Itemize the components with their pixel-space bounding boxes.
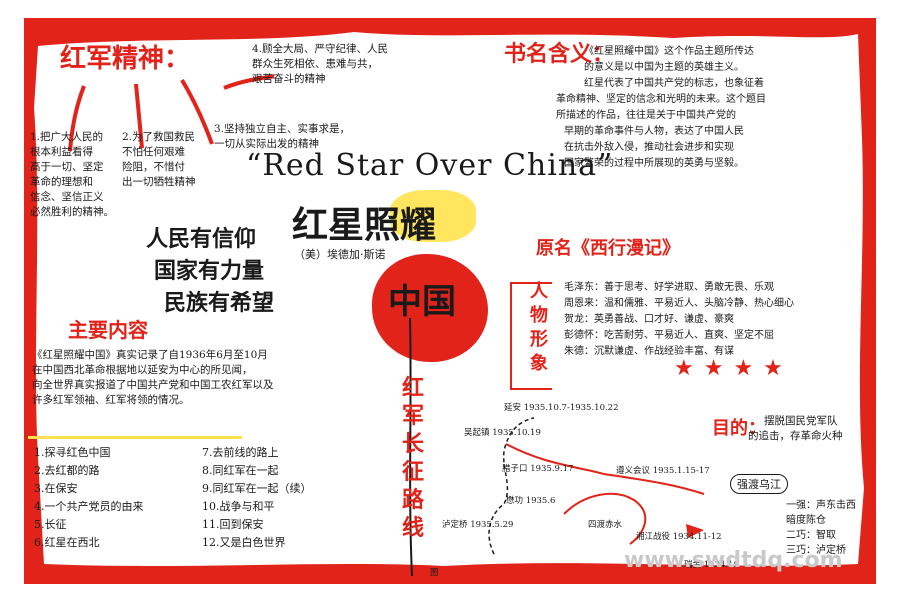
english-title: “Red Star Over China” <box>246 148 614 183</box>
march-stop-1: 延安 1935.10.7-1935.10.22 <box>504 403 619 413</box>
book-meaning-title: 书名含义： <box>504 41 615 67</box>
chapter-list-right: 7.去前线的路上 8.同红军在一起 9.同红军在一起（续） 10.战争与和平 1… <box>202 444 312 552</box>
march-stop-3: 腊子口 1935.9.17 <box>502 464 574 474</box>
list-item: 3.在保安 <box>34 482 78 495</box>
spirit-item-4: 4.顾全大局、严守纪律、人民群众生死相依、患难与共， 艰苦奋斗的精神 <box>252 43 389 85</box>
characters-list: 毛泽东：善于思考、好学进取、勇敢无畏、乐观 周恩来：温和儒雅、平易近人、头脑冷静… <box>564 282 794 357</box>
march-stop-2: 吴起镇 1935.10.19 <box>464 428 541 438</box>
watermark: www.swdtdq.com <box>624 548 843 573</box>
purpose-title: 目的： <box>712 418 766 439</box>
list-item: 8.同红军在一起 <box>202 464 279 477</box>
list-item: 9.同红军在一起（续） <box>202 482 312 495</box>
lessons-list: 一强：声东击西 暗度陈仓 二巧：智取 三巧：泸定桥 <box>786 500 856 556</box>
list-item: 4.一个共产党员的由来 <box>34 500 144 513</box>
march-stop-4: 懋功 1935.6 <box>506 496 556 506</box>
spirit-brush-lines <box>68 74 274 152</box>
spirit-item-2: 2.为了救国救民不怕任何艰难 险阻，不惜付出一切牺牲精神 <box>122 131 196 188</box>
chapter-list-left: 1.探寻红色中国 2.去红都的路 3.在保安 4.一个共产党员的由来 5.长征 … <box>34 444 144 552</box>
list-item: 1.探寻红色中国 <box>34 446 111 459</box>
list-item: 5.长征 <box>34 518 67 531</box>
list-item: 12.又是白色世界 <box>202 536 286 549</box>
title-author: （美）埃德加·斯诺 <box>294 248 386 261</box>
china-title: 中国 <box>388 282 456 322</box>
list-item: 10.战争与和平 <box>202 500 275 513</box>
star-icon-row: ★★★★ <box>674 356 793 381</box>
slogan: 人民有信仰 国家有力量 民族有希望 <box>146 226 275 316</box>
march-stop-6: 遵义会议 1935.1.15-17 <box>616 466 710 476</box>
march-stop-7: 四渡赤水 <box>588 520 623 530</box>
list-item: 7.去前线的路上 <box>202 446 279 459</box>
list-item: 6.红星在西北 <box>34 536 100 549</box>
march-route-map <box>488 417 705 555</box>
book-meaning-text: 《红星照耀中国》这个作品主题所传达 的意义是以中国为主题的英雄主义。 红星代表了… <box>556 46 766 169</box>
characters-bracket <box>510 282 552 390</box>
content-title: 主要内容 <box>68 318 148 342</box>
spirit-title: 红军精神： <box>60 44 191 74</box>
red-star-pole <box>409 318 413 577</box>
march-stop-8: 湘江战役 1934.11-12 <box>636 532 722 542</box>
purpose-text: 摆脱国民党军队 的追击，存革命火种 <box>748 415 843 442</box>
list-item: 11.回到保安 <box>202 518 264 531</box>
march-stop-5: 泸定桥 1935.5.29 <box>442 520 514 530</box>
march-title: 红军长征路线 <box>402 375 425 541</box>
characters-title: 原名《西行漫记》 <box>536 238 680 259</box>
content-text: 《红星照耀中国》真实记录了自1936年6月至10月 在中国西北革命根据地以延安为… <box>32 349 274 406</box>
march-fig-label: 图 <box>430 568 439 578</box>
lessons-title: 强渡乌江 <box>730 474 788 494</box>
poster-board: 红军精神： 1.把广大人民的根本利益看得 高于一切、坚定革命的理想和 信念、坚信… <box>24 18 876 584</box>
characters-label: 人物形象 <box>530 281 548 374</box>
divider <box>28 436 242 439</box>
list-item: 2.去红都的路 <box>34 464 100 477</box>
march-stop-9: 瑞金 1934.10 <box>684 560 739 570</box>
spirit-item-1: 1.把广大人民的根本利益看得 高于一切、坚定革命的理想和 信念、坚信正义必然胜利… <box>30 131 114 218</box>
chinese-title: 红星照耀 <box>292 204 437 246</box>
title-highlight <box>390 190 476 242</box>
spirit-item-3: 3.坚持独立自主、实事求是，一切从实际出发的精神 <box>214 123 351 150</box>
red-circle <box>372 254 488 362</box>
